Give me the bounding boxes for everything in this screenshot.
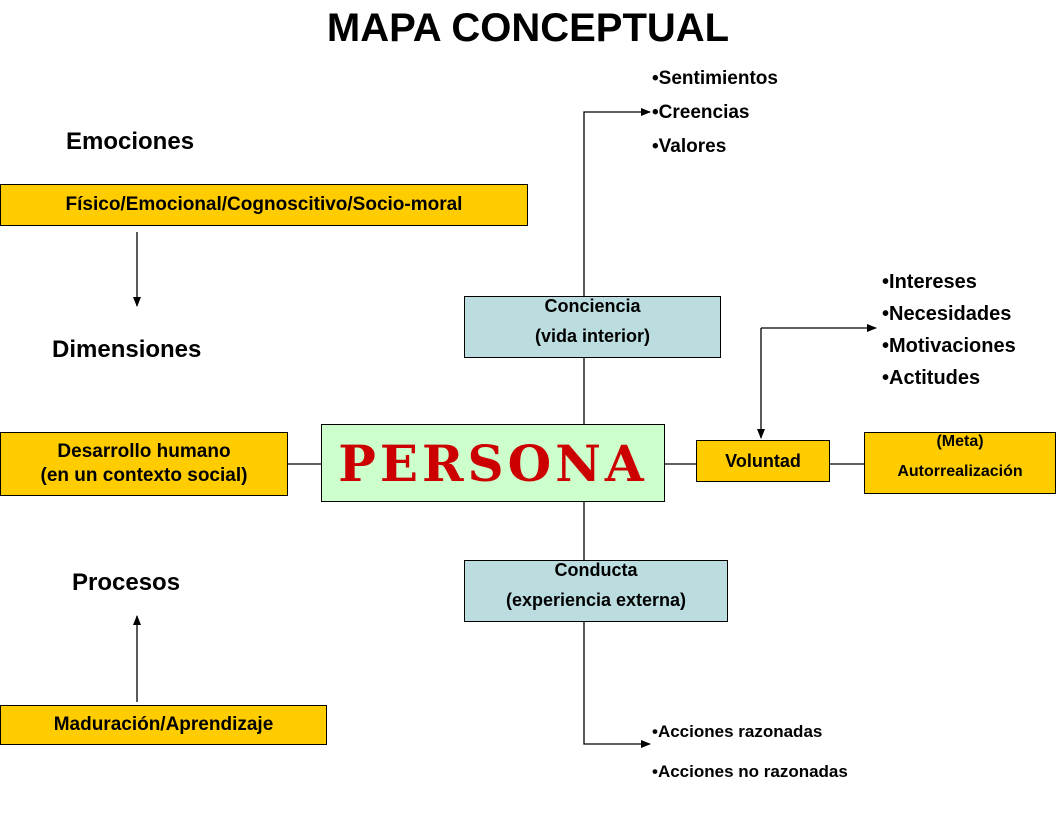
list-item: Sentimientos bbox=[652, 62, 778, 96]
label-procesos: Procesos bbox=[72, 569, 181, 596]
list-item: Intereses bbox=[882, 266, 1016, 298]
list-conciencia-items: Sentimientos Creencias Valores bbox=[652, 62, 778, 164]
box-conciencia: Conciencia (vida interior) bbox=[464, 296, 721, 358]
box-meta-autorrealizacion: (Meta) Autorrealización bbox=[864, 432, 1056, 494]
list-item: Valores bbox=[652, 130, 778, 164]
conducta-line1: Conducta bbox=[554, 560, 638, 580]
list-item: Creencias bbox=[652, 96, 778, 130]
box-maduracion: Maduración/Aprendizaje bbox=[0, 705, 327, 745]
desarrollo-line1: Desarrollo humano bbox=[57, 441, 231, 462]
desarrollo-line2: (en un contexto social) bbox=[40, 465, 248, 486]
box-persona: PERSONA bbox=[321, 424, 665, 502]
arrow-conducta-to-acciones bbox=[583, 622, 651, 748]
persona-text: PERSONA bbox=[338, 433, 648, 493]
meta-line1: (Meta) bbox=[936, 433, 984, 450]
conducta-line2: (experiencia externa) bbox=[505, 590, 687, 610]
box-conducta: Conducta (experiencia externa) bbox=[464, 560, 728, 622]
list-item: Actitudes bbox=[882, 362, 1016, 394]
list-item: Motivaciones bbox=[882, 330, 1016, 362]
list-item: Acciones razonadas bbox=[652, 712, 848, 752]
box-desarrollo-humano: Desarrollo humano (en un contexto social… bbox=[0, 432, 288, 496]
label-dimensiones: Dimensiones bbox=[52, 336, 202, 363]
box-voluntad: Voluntad bbox=[696, 440, 830, 482]
meta-line2: Autorrealización bbox=[897, 463, 1023, 480]
voluntad-text: Voluntad bbox=[725, 450, 801, 471]
list-item: Acciones no razonadas bbox=[652, 752, 848, 792]
list-item: Necesidades bbox=[882, 298, 1016, 330]
arrow-conciencia-to-sentimientos bbox=[583, 108, 651, 296]
box-fisico-emocional: Físico/Emocional/Cognoscitivo/Socio-mora… bbox=[0, 184, 528, 226]
list-voluntad-items: Intereses Necesidades Motivaciones Actit… bbox=[882, 266, 1016, 394]
label-emociones: Emociones bbox=[66, 128, 195, 155]
conciencia-line1: Conciencia bbox=[544, 296, 641, 316]
conciencia-line2: (vida interior) bbox=[534, 326, 650, 346]
list-conducta-items: Acciones razonadas Acciones no razonadas bbox=[652, 712, 848, 792]
box-fisico-text: Físico/Emocional/Cognoscitivo/Socio-mora… bbox=[65, 194, 463, 215]
maduracion-text: Maduración/Aprendizaje bbox=[53, 714, 274, 735]
page-title: MAPA CONCEPTUAL bbox=[326, 6, 730, 50]
